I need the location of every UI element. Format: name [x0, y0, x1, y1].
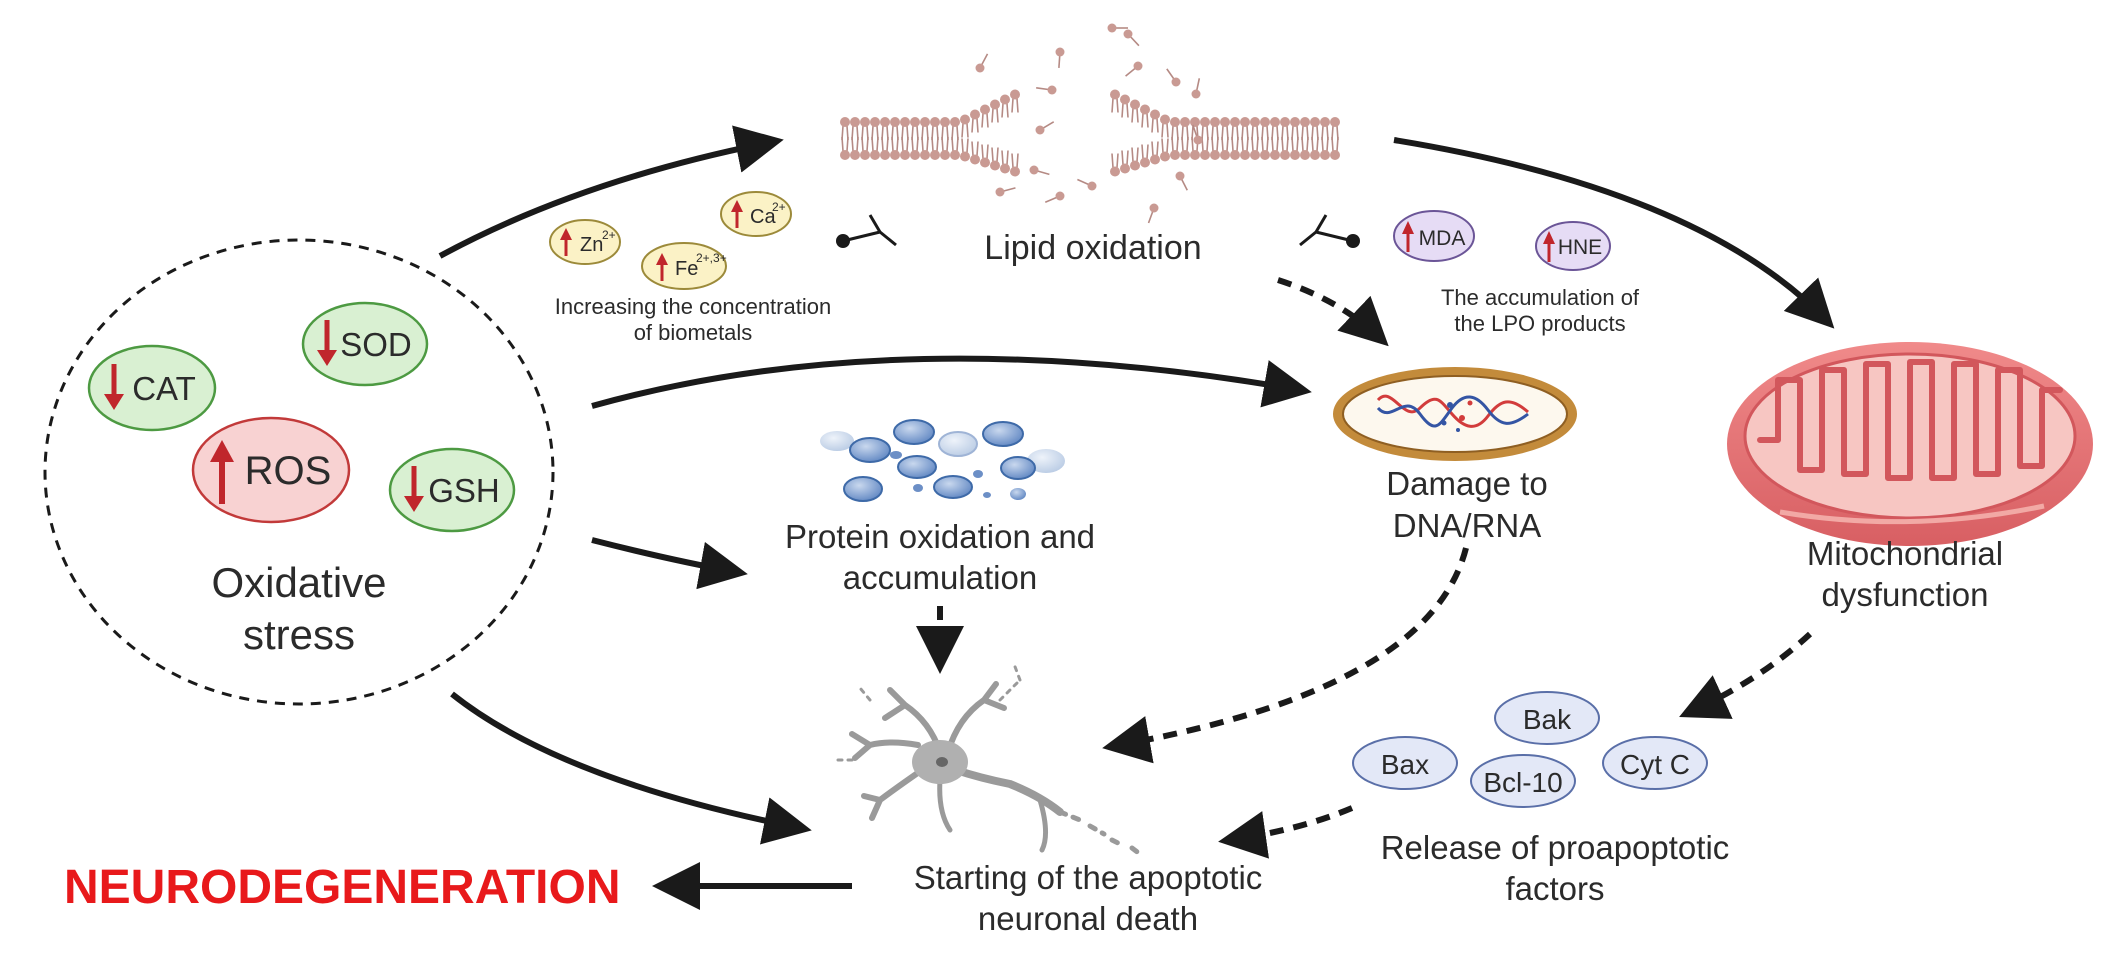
dna-line2: DNA/RNA [1393, 507, 1542, 544]
fe-biometal: Fe 2+,3+ [641, 242, 727, 290]
arrow-stress-to-protein [591, 537, 748, 590]
bax-factor: Bax [1352, 736, 1458, 790]
arrow-lipid-to-dna-dashed [1277, 277, 1389, 347]
bak-label: Bak [1523, 704, 1572, 735]
neuron-illustration [836, 662, 1143, 857]
left-inhibitor-icon [836, 214, 897, 248]
neuron-line1: Starting of the apoptotic [914, 859, 1263, 896]
gsh-marker: GSH [388, 447, 516, 533]
ros-label: ROS [245, 449, 332, 493]
right-inhibitor-icon [1299, 214, 1360, 248]
lipid-membrane-illustration [840, 23, 1340, 224]
bax-label: Bax [1381, 749, 1429, 780]
sod-marker: SOD [301, 301, 429, 387]
neuron-nucleus [936, 757, 948, 767]
cat-label: CAT [132, 370, 196, 407]
biometals-caption-line1: Increasing the concentration [555, 294, 831, 319]
cat-marker: CAT [87, 344, 217, 432]
zn-charge: 2+ [602, 228, 616, 242]
arrow-stress-to-lipid [438, 125, 784, 259]
mito-line2: dysfunction [1822, 576, 1989, 613]
sod-label: SOD [340, 326, 412, 363]
gsh-label: GSH [428, 472, 500, 509]
oxidative-stress-boundary [43, 238, 555, 706]
cytc-factor: Cyt C [1602, 736, 1708, 790]
mito-line1: Mitochondrial [1807, 535, 2003, 572]
dna-line1: Damage to [1386, 465, 1547, 502]
oxidative-stress-title-line2: stress [243, 611, 355, 658]
ca-label: Ca [750, 206, 776, 228]
zn-biometal: Zn 2+ [549, 219, 621, 265]
ros-marker: ROS [191, 416, 351, 524]
bcl10-label: Bcl-10 [1483, 767, 1562, 798]
arrow-mito-to-factors-dashed [1679, 631, 1813, 719]
hne-product: HNE [1535, 221, 1611, 271]
factors-caption-line1: Release of proapoptotic [1381, 829, 1730, 866]
cytc-label: Cyt C [1620, 749, 1690, 780]
lipid-oxidation-title: Lipid oxidation [984, 229, 1201, 267]
fe-label: Fe [675, 258, 698, 280]
protein-aggregates-illustration [820, 419, 1065, 502]
neurodegeneration-label: NEURODEGENERATION [64, 861, 620, 914]
oxidative-stress-group: CAT SOD ROS GSH Oxidative stress [43, 238, 555, 706]
nucleus-dna-illustration [1333, 367, 1577, 461]
fe-charge: 2+,3+ [696, 251, 727, 265]
bak-factor: Bak [1494, 691, 1600, 745]
lpo-caption-line2: the LPO products [1454, 311, 1625, 336]
hne-label: HNE [1558, 236, 1602, 259]
ca-charge: 2+ [772, 200, 786, 214]
arrow-stress-to-neuron [450, 691, 812, 845]
protein-line1: Protein oxidation and [785, 518, 1095, 555]
neuron-line2: neuronal death [978, 900, 1198, 937]
oxidative-stress-title-line1: Oxidative [211, 559, 386, 606]
biometals-caption-line2: of biometals [634, 320, 753, 345]
protein-line2: accumulation [843, 559, 1037, 596]
zn-label: Zn [580, 234, 603, 256]
arrow-stress-to-dna [591, 355, 1312, 409]
ca-biometal: Ca 2+ [720, 191, 792, 237]
mda-label: MDA [1419, 227, 1466, 250]
lipid-group: Lipid oxidation Zn 2+ Ca 2+ [549, 191, 1640, 345]
lpo-caption-line1: The accumulation of [1441, 285, 1640, 310]
arrow-factors-to-neuron-dashed [1218, 805, 1354, 859]
arrows [438, 125, 1835, 910]
mitochondrion-illustration [1727, 342, 2093, 546]
proapoptotic-factors-group: Bak Bax Bcl-10 Cyt C Release of proapopt… [1352, 691, 1730, 907]
mda-product: MDA [1393, 210, 1475, 262]
bcl10-factor: Bcl-10 [1470, 754, 1576, 808]
factors-caption-line2: factors [1505, 870, 1604, 907]
arrow-dna-to-neuron-dashed [1102, 547, 1469, 764]
arrow-lipid-to-mito [1393, 137, 1835, 329]
